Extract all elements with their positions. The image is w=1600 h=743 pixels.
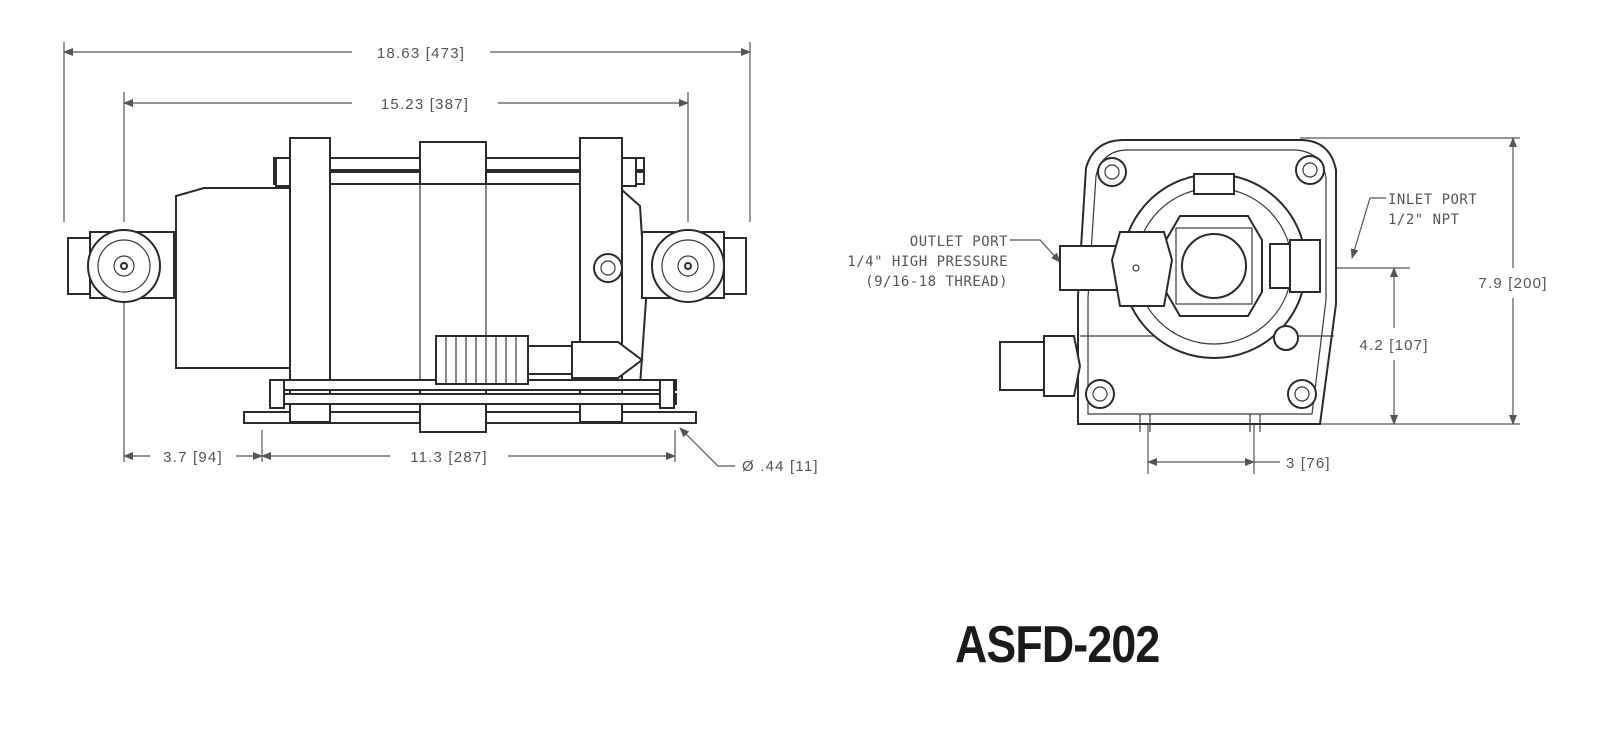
overall-length-dim: 18.63 [473]: [377, 45, 465, 62]
port-height-dim: 4.2 [107]: [1359, 337, 1428, 354]
outlet-port-label-2: 1/4" HIGH PRESSURE: [847, 254, 1008, 270]
body-length-dim: 15.23 [387]: [381, 96, 469, 113]
side-view: 18.63 [473] 15.23 [387] 3.7 [94] 11.3 [2…: [63, 42, 819, 475]
pump-side-drawing: [67, 137, 747, 433]
model-number: ASFD-202: [955, 616, 1160, 674]
mount-spacing-dim: 11.3 [287]: [410, 449, 488, 466]
outlet-port-label-1: OUTLET PORT: [910, 234, 1008, 250]
end-offset-dim: 3.7 [94]: [163, 449, 223, 466]
inlet-port-label-2: 1/2" NPT: [1388, 212, 1460, 228]
end-view: 7.9 [200] 4.2 [107] 3 [76] OUTLET PORT 1…: [847, 137, 1547, 474]
inlet-port-label-1: INLET PORT: [1388, 192, 1477, 208]
overall-height-dim: 7.9 [200]: [1478, 275, 1547, 292]
hole-diameter-dim: Ø .44 [11]: [742, 458, 819, 475]
foot-spacing-dim: 3 [76]: [1286, 455, 1331, 472]
pump-end-drawing: [999, 139, 1337, 432]
outlet-port-label-3: (9/16-18 THREAD): [865, 274, 1008, 290]
